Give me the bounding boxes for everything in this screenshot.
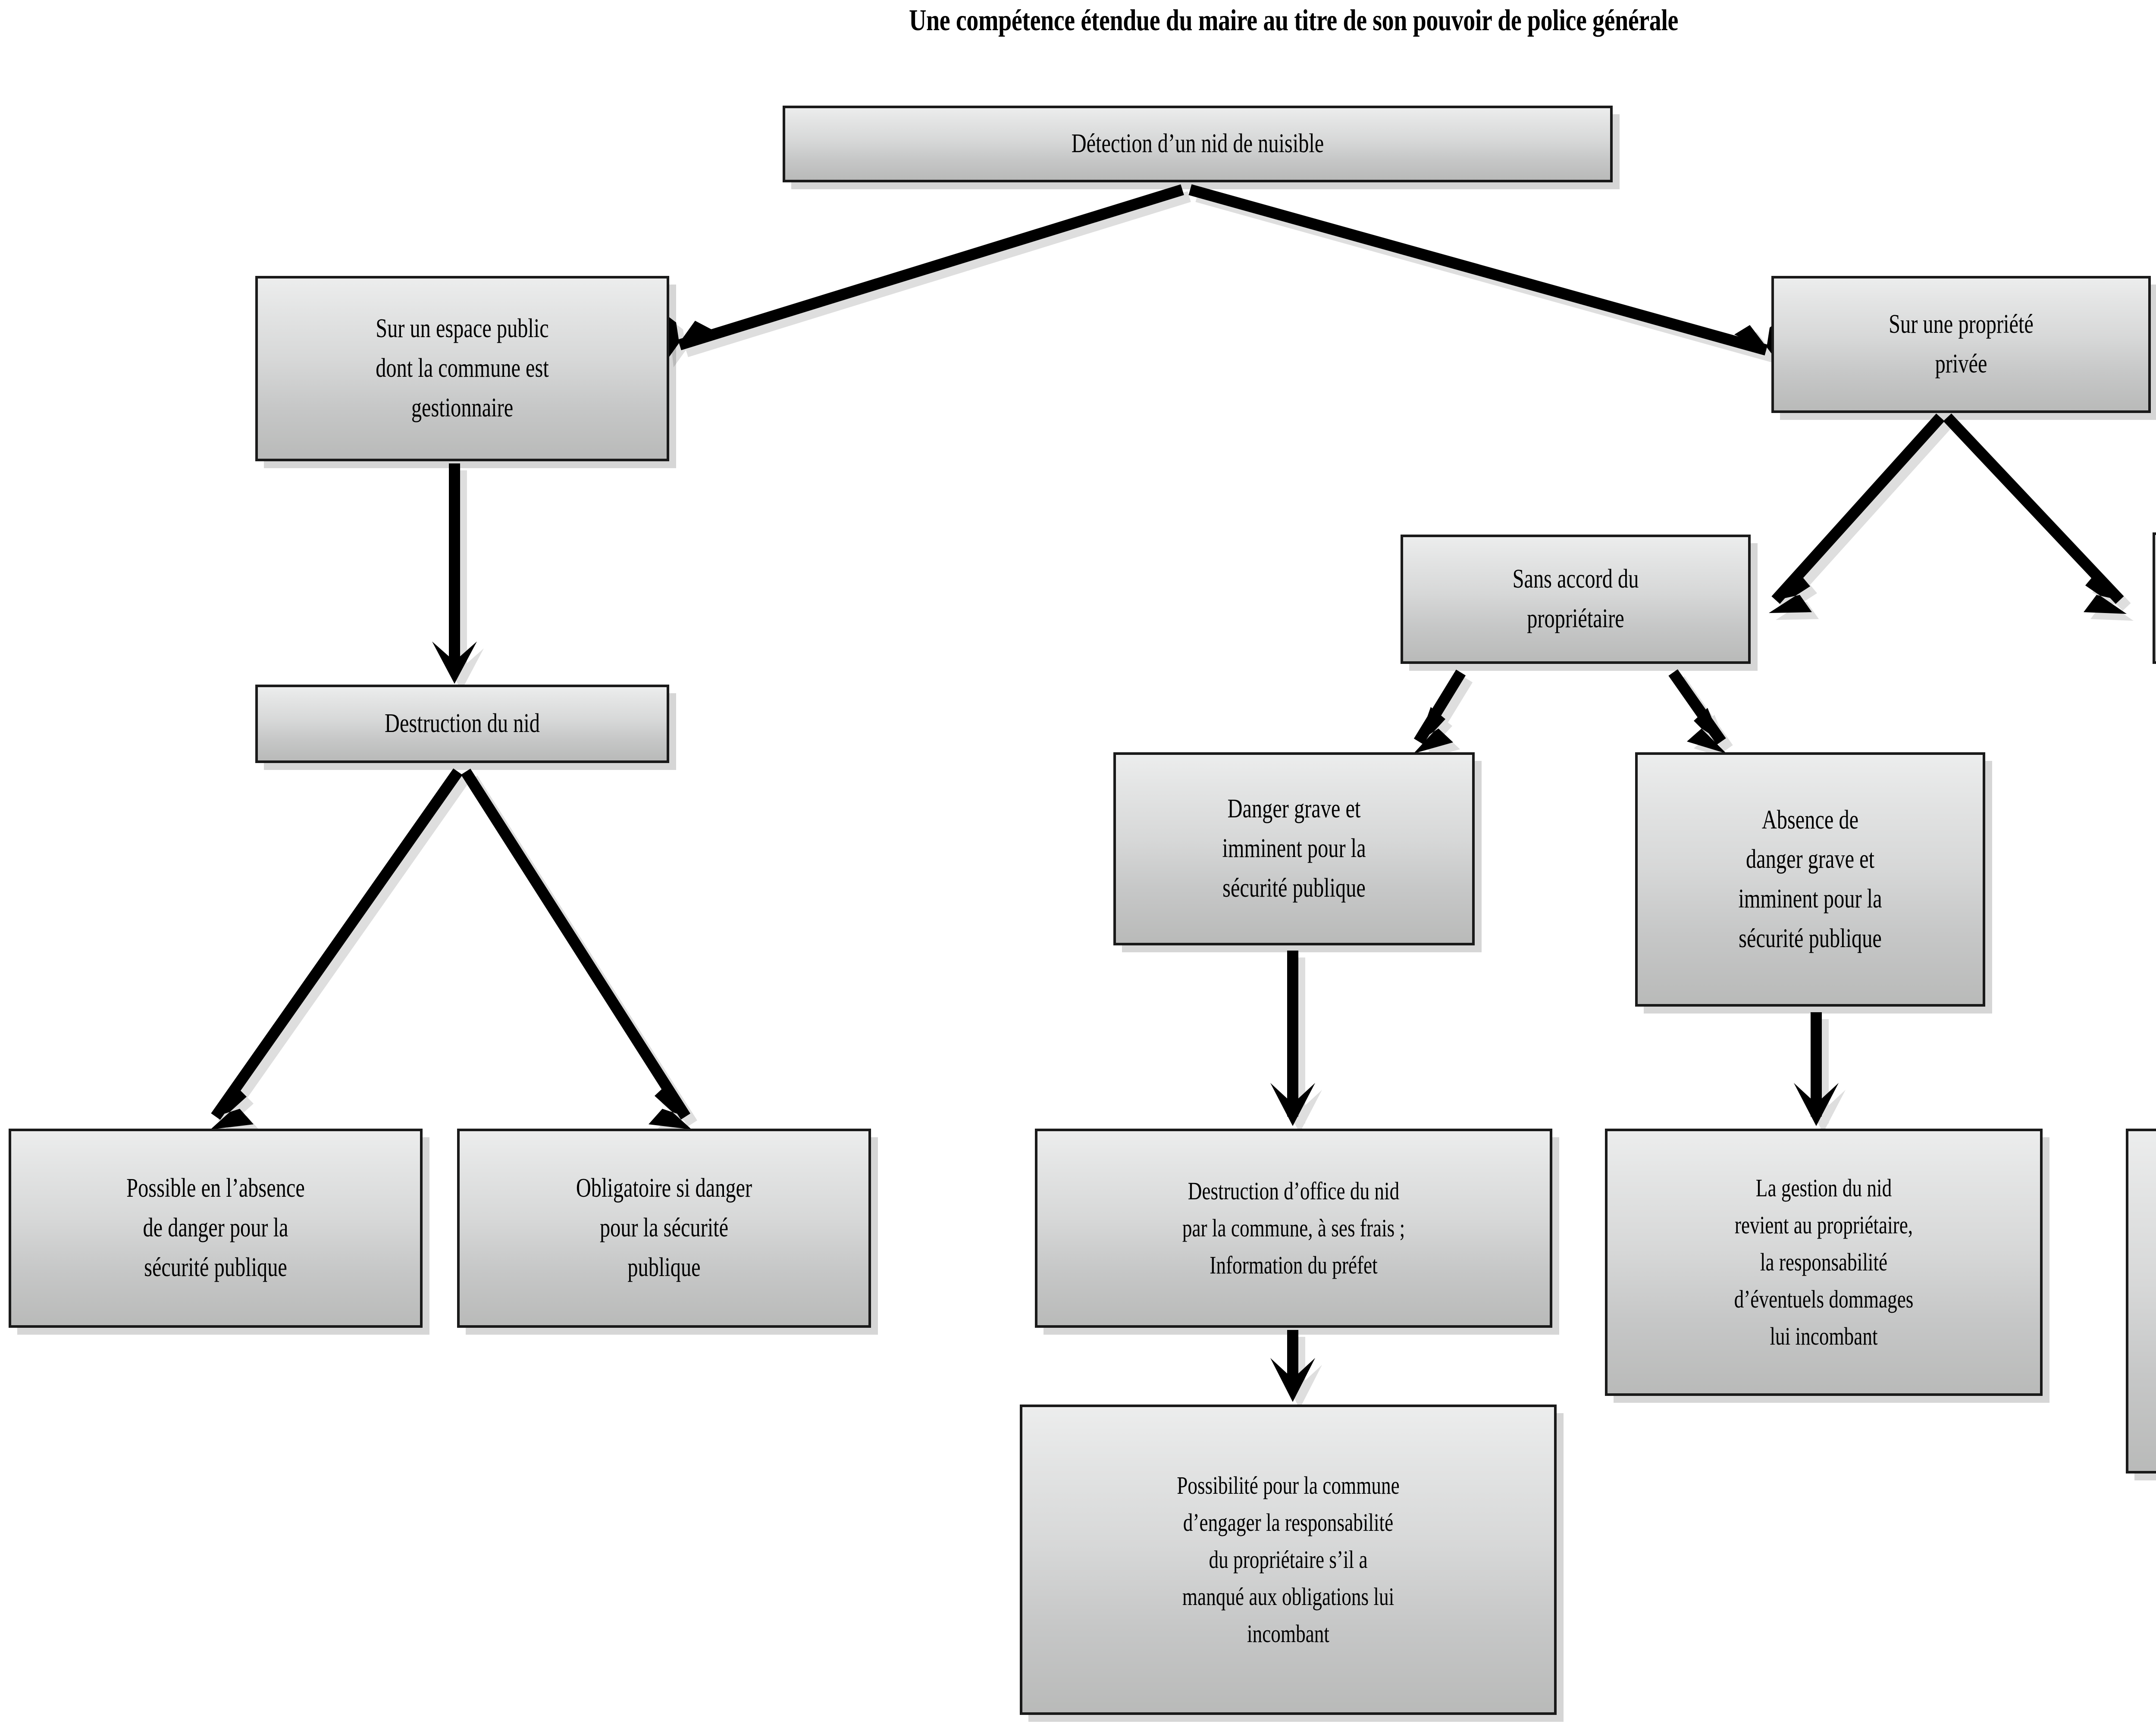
node-intervention-possible[interactable]: Possibilité d’intervention ou de prise e… xyxy=(2126,1129,2156,1473)
arrow-danger-to-official-destruction xyxy=(1270,951,1315,1126)
arrow-root-to-public-space xyxy=(661,184,1184,360)
arrow-destruction-to-possible xyxy=(210,768,463,1129)
node-without-owner-agreement[interactable]: Sans accord du propriétaire xyxy=(1401,535,1751,664)
arrow-private-to-with-agreement xyxy=(1943,413,2127,614)
node-serious-imminent-danger-label: Danger grave et imminent pour la sécurit… xyxy=(1222,794,1366,903)
node-public-space[interactable]: Sur un espace public dont la commune est… xyxy=(255,276,669,461)
arrow-without-agreement-to-no-danger xyxy=(1668,669,1727,754)
node-commune-liability-label: Possibilité pour la commune d’engager la… xyxy=(1177,1471,1400,1648)
arrow-public-space-to-destruction xyxy=(432,463,477,684)
arrow-without-agreement-to-danger xyxy=(1413,669,1466,754)
node-root[interactable]: Détection d’un nid de nuisible xyxy=(783,106,1613,182)
arrow-destruction-to-mandatory xyxy=(461,769,692,1129)
page-title: Une compétence étendue du maire au titre… xyxy=(909,4,1678,37)
arrow-private-to-without-agreement xyxy=(1769,413,1945,613)
node-commune-liability[interactable]: Possibilité pour la commune d’engager la… xyxy=(1020,1405,1557,1715)
node-private-property-label: Sur une propriété privée xyxy=(1889,310,2034,379)
node-public-space-label: Sur un espace public dont la commune est… xyxy=(376,314,549,422)
node-with-owner-agreement[interactable]: Avec accord du propriétaire xyxy=(2153,532,2156,664)
arrow-no-danger-to-owner-manages xyxy=(1794,1012,1839,1126)
node-private-property[interactable]: Sur une propriété privée xyxy=(1771,276,2151,413)
node-possible-no-danger[interactable]: Possible en l’absence de danger pour la … xyxy=(9,1129,423,1328)
arrow-official-destruction-to-liability xyxy=(1270,1330,1315,1402)
node-mandatory-if-danger-label: Obligatoire si danger pour la sécurité p… xyxy=(576,1173,752,1282)
node-nest-destruction[interactable]: Destruction du nid xyxy=(255,685,669,763)
node-official-destruction-label: Destruction d’office du nid par la commu… xyxy=(1182,1177,1405,1279)
node-official-destruction[interactable]: Destruction d’office du nid par la commu… xyxy=(1035,1129,1552,1328)
node-serious-imminent-danger[interactable]: Danger grave et imminent pour la sécurit… xyxy=(1113,752,1475,945)
arrow-root-to-private-property xyxy=(1188,184,1784,365)
node-nest-destruction-label: Destruction du nid xyxy=(385,709,540,738)
node-root-label: Détection d’un nid de nuisible xyxy=(1071,129,1324,159)
node-mandatory-if-danger[interactable]: Obligatoire si danger pour la sécurité p… xyxy=(457,1129,871,1328)
node-no-serious-danger[interactable]: Absence de danger grave et imminent pour… xyxy=(1635,752,1985,1007)
node-no-serious-danger-label: Absence de danger grave et imminent pour… xyxy=(1738,805,1882,953)
node-owner-manages[interactable]: La gestion du nid revient au propriétair… xyxy=(1605,1129,2043,1396)
node-possible-no-danger-label: Possible en l’absence de danger pour la … xyxy=(126,1173,305,1282)
node-owner-manages-label: La gestion du nid revient au propriétair… xyxy=(1734,1174,1914,1350)
node-without-owner-agreement-label: Sans accord du propriétaire xyxy=(1512,564,1639,633)
